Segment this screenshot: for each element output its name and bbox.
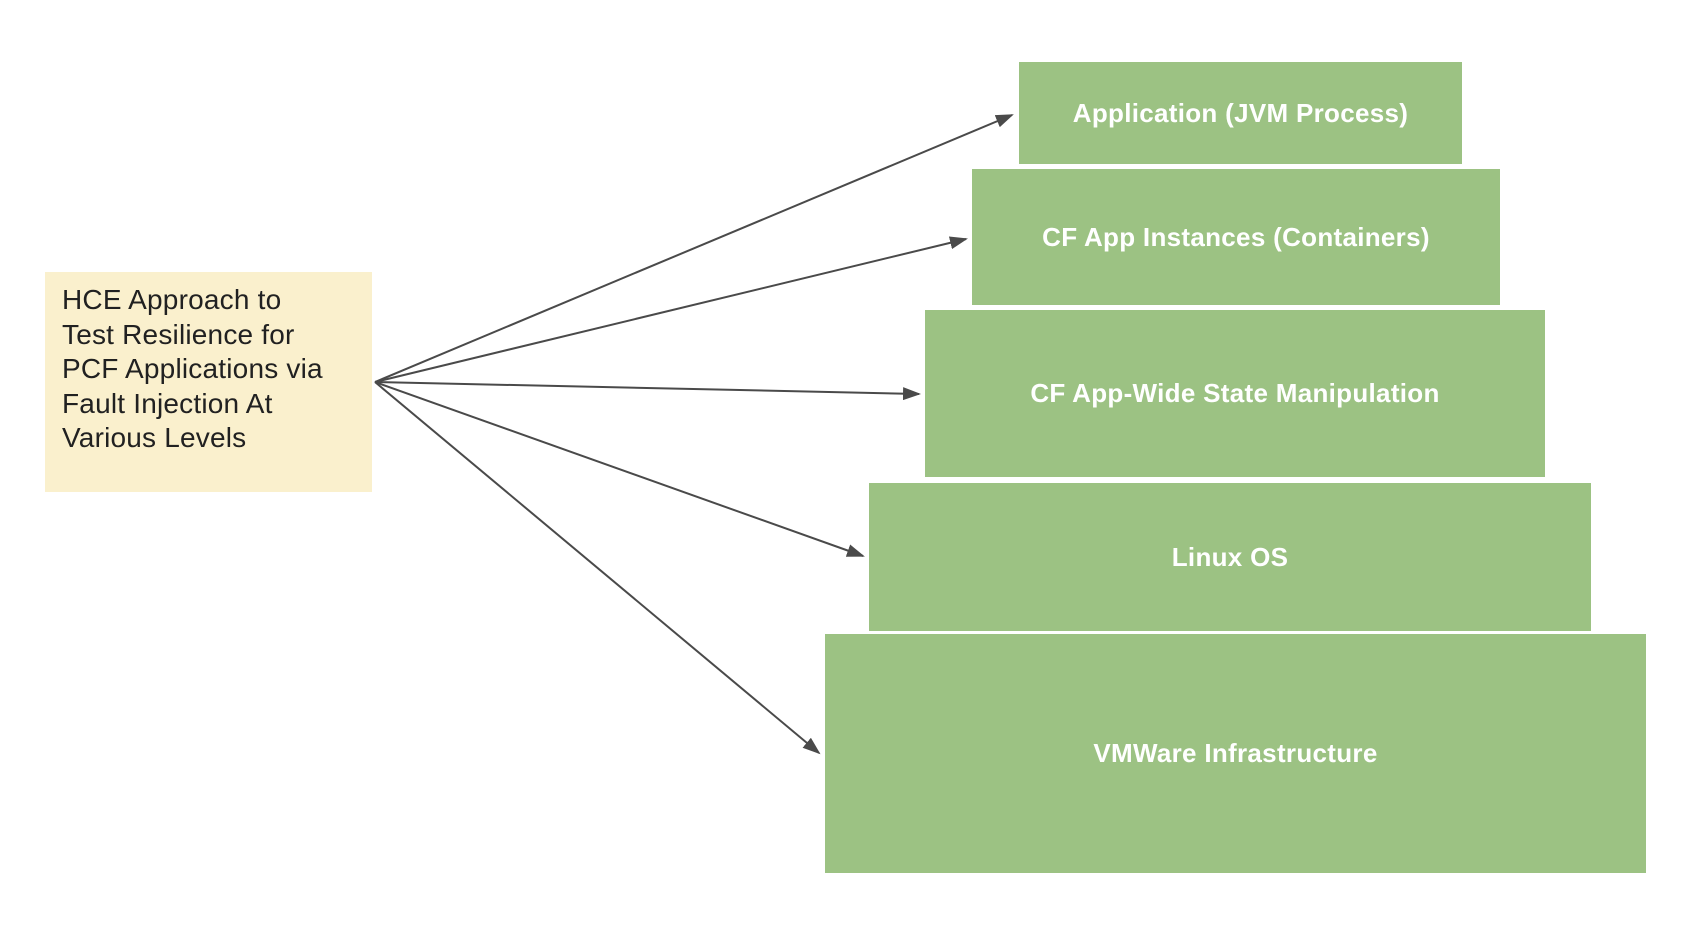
arrow-to-cf-app-instances xyxy=(374,236,968,383)
level-label-application: Application (JVM Process) xyxy=(1072,97,1409,128)
level-label-state-manipulation: CF App-Wide State Manipulation xyxy=(1030,378,1440,408)
level-label-linux-os: Linux OS xyxy=(1171,541,1289,572)
source-note: HCE Approach to Test Resilience for PCF … xyxy=(45,272,372,492)
arrow-to-state-manipulation xyxy=(374,381,921,401)
level-label-cf-app-instances: CF App Instances (Containers) xyxy=(1042,221,1430,252)
source-note-text: HCE Approach to Test Resilience for PCF … xyxy=(62,284,323,453)
arrow-to-linux-os xyxy=(374,381,865,557)
arrow-to-application xyxy=(374,114,1014,383)
level-label-vmware: VMWare Infrastructure xyxy=(1093,738,1378,768)
level-box-linux-os: Linux OS xyxy=(869,483,1591,631)
level-box-application: Application (JVM Process) xyxy=(1019,62,1462,164)
level-box-cf-app-instances: CF App Instances (Containers) xyxy=(972,169,1500,305)
arrow-to-vmware xyxy=(374,381,821,755)
level-box-vmware: VMWare Infrastructure xyxy=(825,634,1646,873)
level-box-state-manipulation: CF App-Wide State Manipulation xyxy=(925,310,1545,477)
